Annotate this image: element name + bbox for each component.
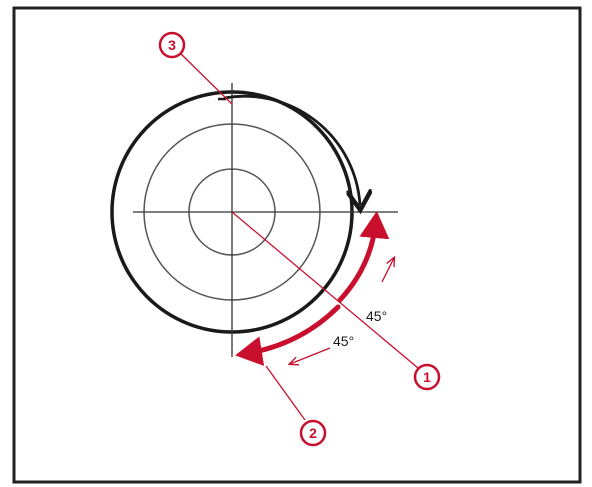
angle-label-upper: 45° <box>366 308 387 324</box>
red-arc-lower <box>235 304 341 366</box>
callout-2-circle <box>299 419 327 447</box>
callout-1-circle <box>413 363 441 391</box>
black-rotation-arrow <box>223 94 360 205</box>
leader-line-1 <box>231 211 419 369</box>
callout-2: 2 <box>299 419 327 447</box>
callout-3: 3 <box>158 31 186 59</box>
red-arc-upper <box>337 211 390 303</box>
angle-label-lower: 45° <box>333 333 354 349</box>
upper-direction-arrow <box>381 258 394 283</box>
callout-3-circle <box>158 31 186 59</box>
callout-3-number: 3 <box>168 37 176 53</box>
callout-1: 1 <box>413 363 441 391</box>
leader-line-3 <box>179 52 233 105</box>
lower-direction-arrow <box>290 347 331 364</box>
callout-2-number: 2 <box>309 425 317 441</box>
leader-line-2 <box>265 365 306 421</box>
callout-1-number: 1 <box>423 369 431 385</box>
frame-border <box>12 6 582 484</box>
